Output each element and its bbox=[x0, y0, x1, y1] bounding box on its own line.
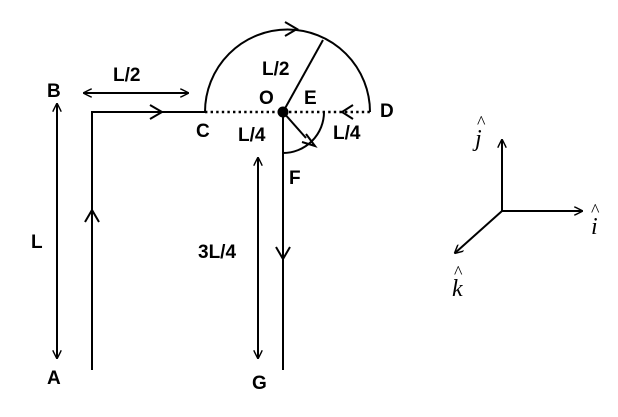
current-arrow-fg bbox=[275, 246, 291, 261]
current-arrow-ef bbox=[301, 133, 318, 148]
axis-hat-k: ^ bbox=[454, 262, 463, 282]
current-arrow-bc bbox=[149, 104, 164, 120]
axis-hat-i: ^ bbox=[591, 200, 600, 220]
label-e: E bbox=[304, 88, 317, 109]
label-g: G bbox=[252, 373, 267, 394]
label-a: A bbox=[47, 368, 61, 389]
dim-label-oe: L/4 bbox=[333, 123, 361, 144]
wire-a-b-c bbox=[91, 111, 205, 370]
current-arrow-arc bbox=[284, 21, 299, 37]
inner-radius-line bbox=[282, 111, 307, 139]
dim-label-oc-small: L/4 bbox=[238, 125, 266, 146]
current-arrow-ab bbox=[84, 208, 100, 223]
label-c: C bbox=[196, 121, 210, 142]
axis-hat-j: ^ bbox=[477, 112, 486, 132]
label-o: O bbox=[259, 88, 274, 109]
current-arrow-de bbox=[340, 104, 354, 120]
axis-label-j: j bbox=[472, 126, 482, 152]
dim-label-l: L bbox=[31, 232, 43, 253]
axis-label-i: i bbox=[591, 214, 598, 240]
dim-label-gf: 3L/4 bbox=[198, 242, 236, 263]
label-b: B bbox=[47, 81, 61, 102]
axis-label-k: k bbox=[452, 276, 463, 302]
big-semicircle-arc bbox=[204, 28, 371, 113]
label-d: D bbox=[380, 101, 394, 122]
axis-k-arrow bbox=[455, 210, 503, 253]
radius-line bbox=[282, 39, 324, 113]
dim-label-bc: L/2 bbox=[113, 65, 140, 86]
center-point-o bbox=[277, 106, 289, 118]
dim-label-radius: L/2 bbox=[262, 59, 289, 80]
label-f: F bbox=[289, 168, 301, 189]
